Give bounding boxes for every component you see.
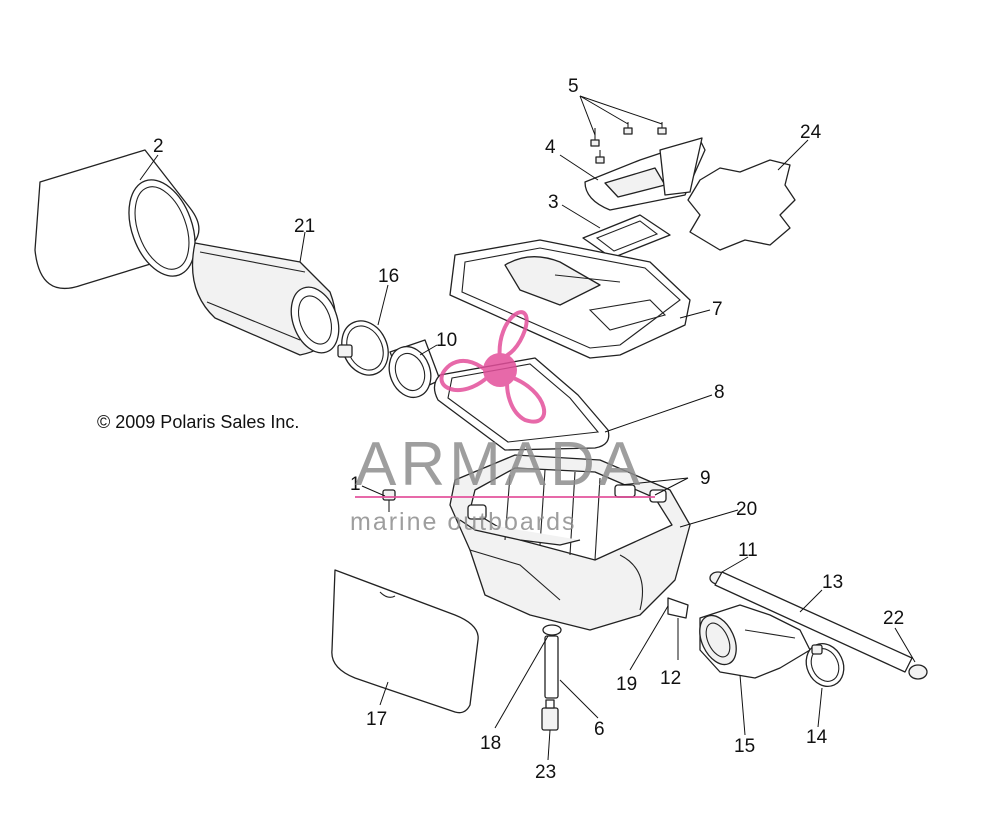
- callout-13: 13: [822, 572, 843, 593]
- part-21-filter-element: [191, 242, 340, 356]
- callout-21: 21: [294, 216, 315, 237]
- part-15-intake-boot: [699, 604, 811, 679]
- callout-23: 23: [535, 762, 556, 783]
- watermark: ARMADA marine outboards: [350, 310, 655, 536]
- part-13-breather-tube: [714, 571, 913, 673]
- callout-11: 11: [738, 540, 758, 561]
- callout-17: 17: [366, 709, 387, 730]
- part-16-hose-clamp: [337, 320, 389, 376]
- part-23-drain-valve: [541, 699, 559, 731]
- callout-24: 24: [800, 122, 822, 143]
- callout-9: 9: [700, 468, 711, 489]
- callout-1: 1: [350, 474, 361, 495]
- part-4-cover-plate: [584, 137, 706, 211]
- callout-20: 20: [736, 499, 757, 520]
- part-5-screws: [590, 122, 667, 164]
- callout-numbers: 1 2 3 4 5 6 7 8 9 10 11 12 13 14 15 16 1…: [153, 76, 904, 783]
- part-3-gasket: [582, 214, 671, 259]
- part-18-drain-clamp: [542, 624, 562, 636]
- watermark-brand: ARMADA: [355, 430, 644, 499]
- callout-19: 19: [616, 674, 637, 695]
- callout-15: 15: [734, 736, 755, 757]
- callout-14: 14: [806, 727, 828, 748]
- callout-6: 6: [594, 719, 605, 740]
- callout-2: 2: [153, 136, 164, 157]
- callout-4: 4: [545, 137, 556, 158]
- watermark-tagline: marine outboards: [350, 508, 577, 536]
- propeller-logo-icon: [439, 310, 547, 424]
- callout-8: 8: [714, 382, 725, 403]
- leader-lines: [139, 95, 916, 761]
- part-24-foam-seal: [687, 159, 796, 251]
- callout-3: 3: [548, 192, 559, 213]
- part-7-airbox-lid: [449, 239, 691, 359]
- part-6-drain-tube: [544, 635, 559, 699]
- part-14-hose-clamp: [805, 643, 845, 687]
- part-20-airbox-housing: [449, 454, 691, 631]
- callout-5: 5: [568, 76, 579, 97]
- callout-18: 18: [480, 733, 501, 754]
- part-8-lid-seal: [433, 357, 610, 451]
- callout-16: 16: [378, 266, 399, 287]
- callout-22: 22: [883, 608, 904, 629]
- callout-12: 12: [660, 668, 681, 689]
- callout-7: 7: [712, 299, 723, 320]
- part-12-fitting: [667, 597, 689, 619]
- part-10-coupler: [388, 339, 441, 399]
- part-22-clamp: [908, 664, 928, 680]
- callout-10: 10: [436, 330, 457, 351]
- part-17-cover-panel: [331, 569, 479, 714]
- part-2-prefilter-sleeve: [34, 149, 200, 290]
- copyright-notice: © 2009 Polaris Sales Inc.: [97, 412, 300, 432]
